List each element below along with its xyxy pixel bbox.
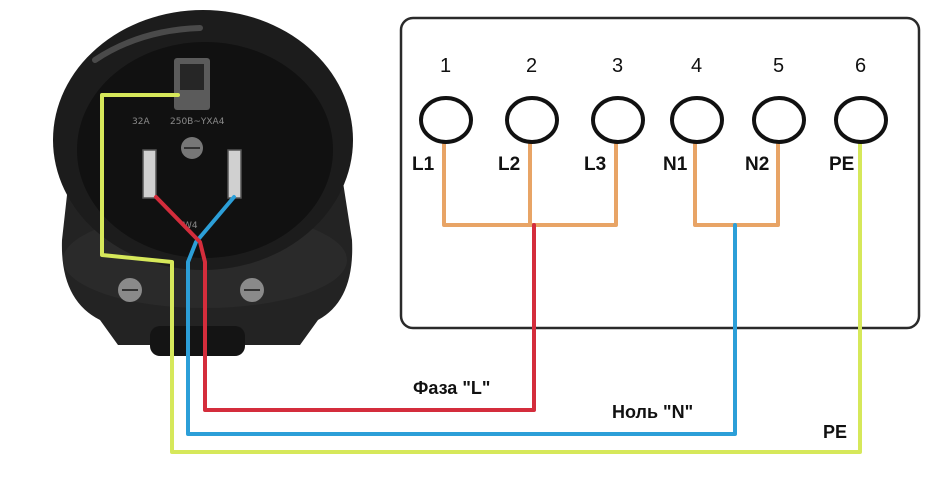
plug-model: 250В~YXA4 bbox=[170, 117, 225, 127]
left-pin bbox=[142, 149, 157, 199]
terminal-label-l1: L1 bbox=[412, 154, 435, 175]
terminal-ring-5 bbox=[752, 96, 806, 144]
terminal-ring-6 bbox=[834, 96, 888, 144]
wires bbox=[100, 93, 862, 454]
cable-outlet bbox=[150, 326, 245, 356]
terminal-label-n2: N2 bbox=[745, 154, 769, 175]
phase-jumper bbox=[442, 140, 618, 227]
terminal-ring-4 bbox=[670, 96, 724, 144]
terminal-number-5: 5 bbox=[773, 55, 784, 77]
terminal-block-frame bbox=[399, 16, 921, 330]
terminal-number-6: 6 bbox=[855, 55, 866, 77]
terminal-ring-3 bbox=[591, 96, 645, 144]
right-pin bbox=[227, 149, 242, 199]
terminal-ring-2 bbox=[505, 96, 559, 144]
terminal-number-3: 3 bbox=[612, 55, 623, 77]
phase-wire-label: Фаза "L" bbox=[413, 378, 490, 398]
terminal-label-l3: L3 bbox=[584, 154, 606, 175]
plug-highlight bbox=[92, 25, 203, 63]
terminal-number-2: 2 bbox=[526, 55, 537, 77]
ground-wire bbox=[100, 93, 862, 454]
terminal-ring-1 bbox=[419, 96, 473, 144]
terminal-label-pe: PE bbox=[829, 154, 854, 175]
terminals: 1L1 2L2 3L3 4N1 5N2 6PE bbox=[412, 55, 888, 175]
plug-rating: 32A bbox=[132, 117, 150, 127]
terminal-label-n1: N1 bbox=[663, 154, 688, 175]
phase-wire bbox=[154, 195, 536, 412]
terminal-number-4: 4 bbox=[691, 55, 702, 77]
neutral-wire bbox=[186, 195, 737, 436]
terminal-label-l2: L2 bbox=[498, 154, 520, 175]
neutral-wire-label: Ноль "N" bbox=[612, 402, 693, 422]
terminal-number-1: 1 bbox=[440, 55, 451, 77]
ground-wire-label: PE bbox=[823, 422, 847, 442]
plug-small-mark: W4 bbox=[183, 221, 198, 231]
ground-pin-slot bbox=[180, 64, 204, 90]
